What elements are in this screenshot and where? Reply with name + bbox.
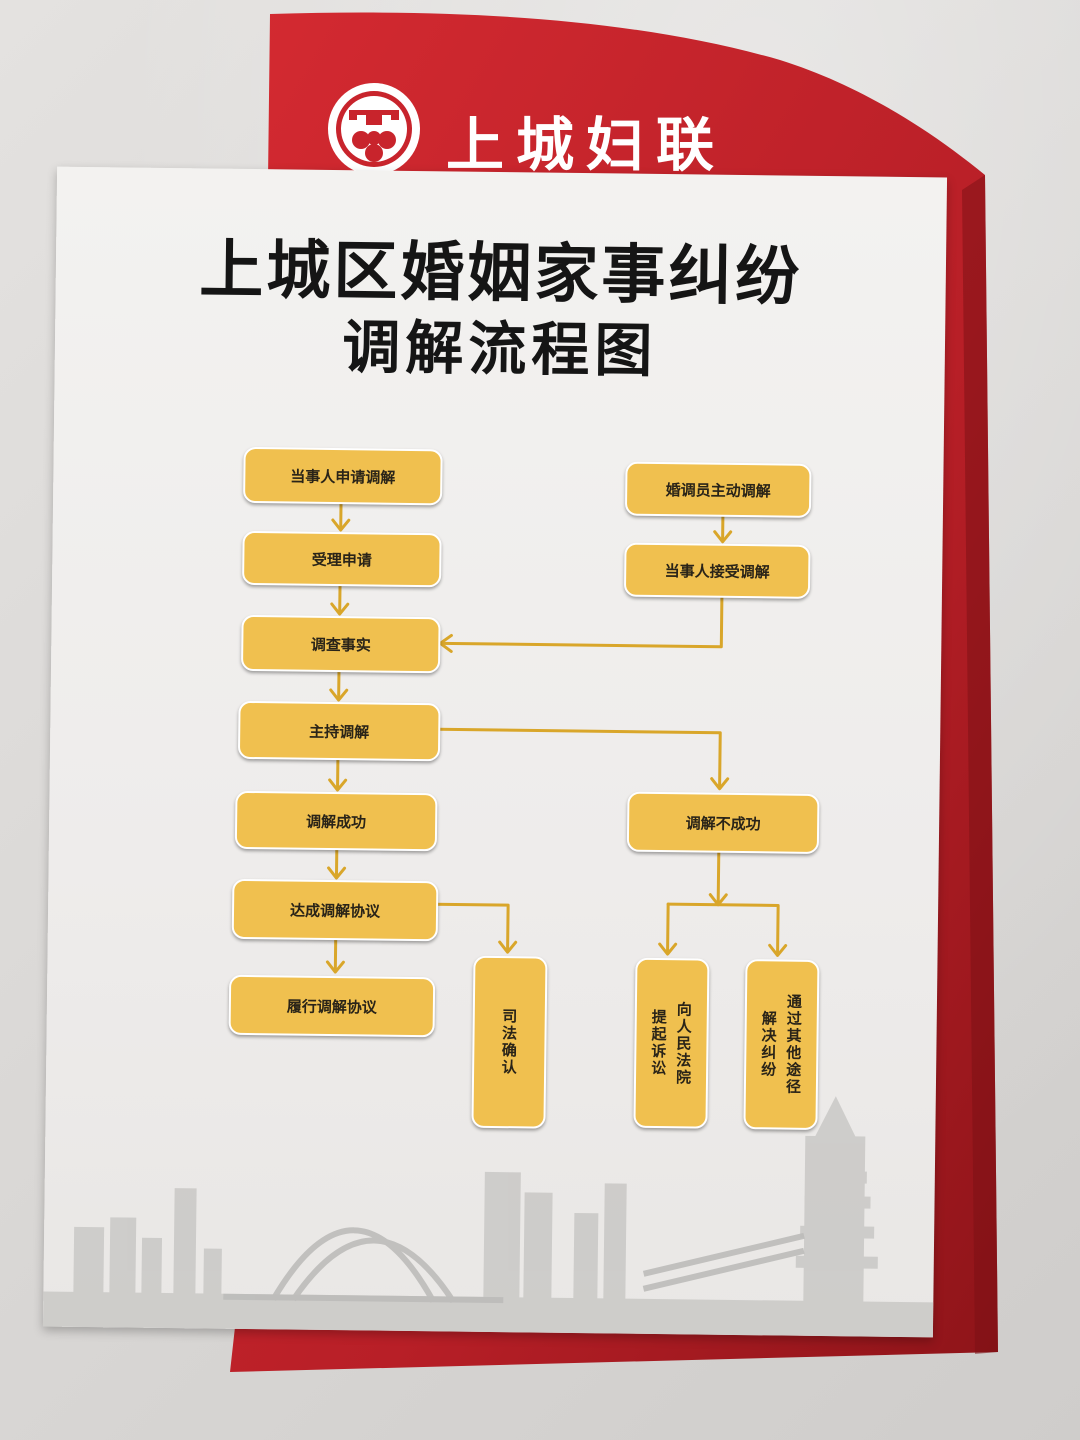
brand-name: 上城妇联 — [446, 111, 727, 179]
step-agreement: 达成调解协议 — [231, 878, 439, 942]
step-fail: 调解不成功 — [626, 791, 820, 854]
judicial-label: 司法确认 — [499, 1008, 519, 1077]
flow-connectors — [325, 501, 788, 974]
city-skyline-illustration — [42, 1096, 934, 1338]
step-mediate: 主持调解 — [237, 700, 441, 762]
step-apply: 当事人申请调解 — [243, 446, 443, 506]
step-active-mediation: 婚调员主动调解 — [624, 461, 812, 518]
flowchart-board: 上城区婚姻家事纠纷 调解流程图 — [42, 166, 948, 1338]
court-label-col2: 提起诉讼 — [649, 1008, 668, 1078]
step-party-accept: 当事人接受调解 — [623, 542, 811, 599]
step-accept: 受理申请 — [242, 530, 442, 588]
court-label-col1: 向人民法院 — [673, 1000, 693, 1086]
step-investigate: 调查事实 — [240, 614, 441, 674]
step-success: 调解成功 — [234, 790, 438, 852]
step-perform: 履行调解协议 — [228, 974, 436, 1038]
women-federation-logo-icon — [325, 80, 423, 178]
other-label-col2: 解决纠纷 — [759, 1010, 778, 1079]
